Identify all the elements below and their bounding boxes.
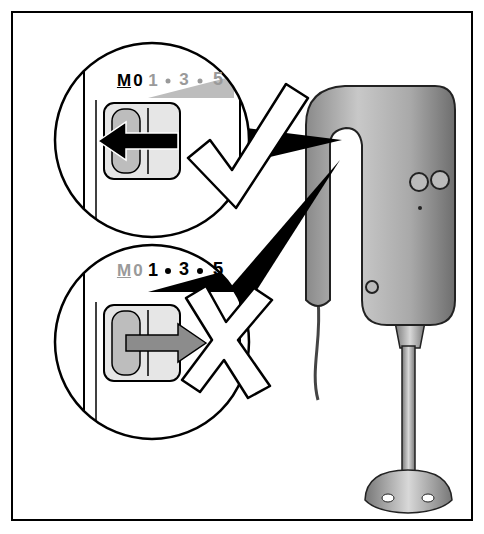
arrow-right	[126, 324, 206, 362]
switch-scale-mark: M	[117, 262, 131, 279]
indicator	[418, 206, 422, 210]
frame	[12, 12, 472, 520]
arrow-left	[98, 122, 178, 160]
button	[410, 173, 428, 191]
switch-scale-mark: 5	[213, 70, 223, 88]
cable	[315, 300, 319, 400]
shaft	[402, 346, 415, 474]
motor-body	[306, 86, 455, 325]
button	[431, 171, 449, 189]
switch-scale-mark: 3	[179, 260, 189, 278]
scale-dot	[166, 79, 171, 84]
switch-scale-mark: 0	[133, 262, 142, 279]
scale-dot	[165, 268, 171, 274]
hand-blender	[306, 86, 455, 513]
switch-scale-mark: M	[117, 72, 131, 89]
blade-bell	[365, 470, 452, 513]
release-button	[366, 281, 378, 293]
bell-hole	[382, 494, 394, 502]
cross-mark	[182, 286, 272, 398]
switch-scale-mark: 1	[148, 72, 157, 89]
switch-scale-mark: 1	[148, 261, 158, 279]
scale-dot	[197, 268, 203, 274]
scale-dot	[198, 79, 203, 84]
switch-scale-mark: 3	[179, 71, 188, 88]
switch-scale-mark: 5	[213, 259, 224, 278]
zoom-circle-correct	[55, 40, 308, 240]
switch-scale-mark: 0	[133, 72, 142, 89]
zoom-circle-wrong	[55, 240, 272, 440]
check-mark	[188, 84, 308, 208]
bell-hole	[422, 494, 434, 502]
